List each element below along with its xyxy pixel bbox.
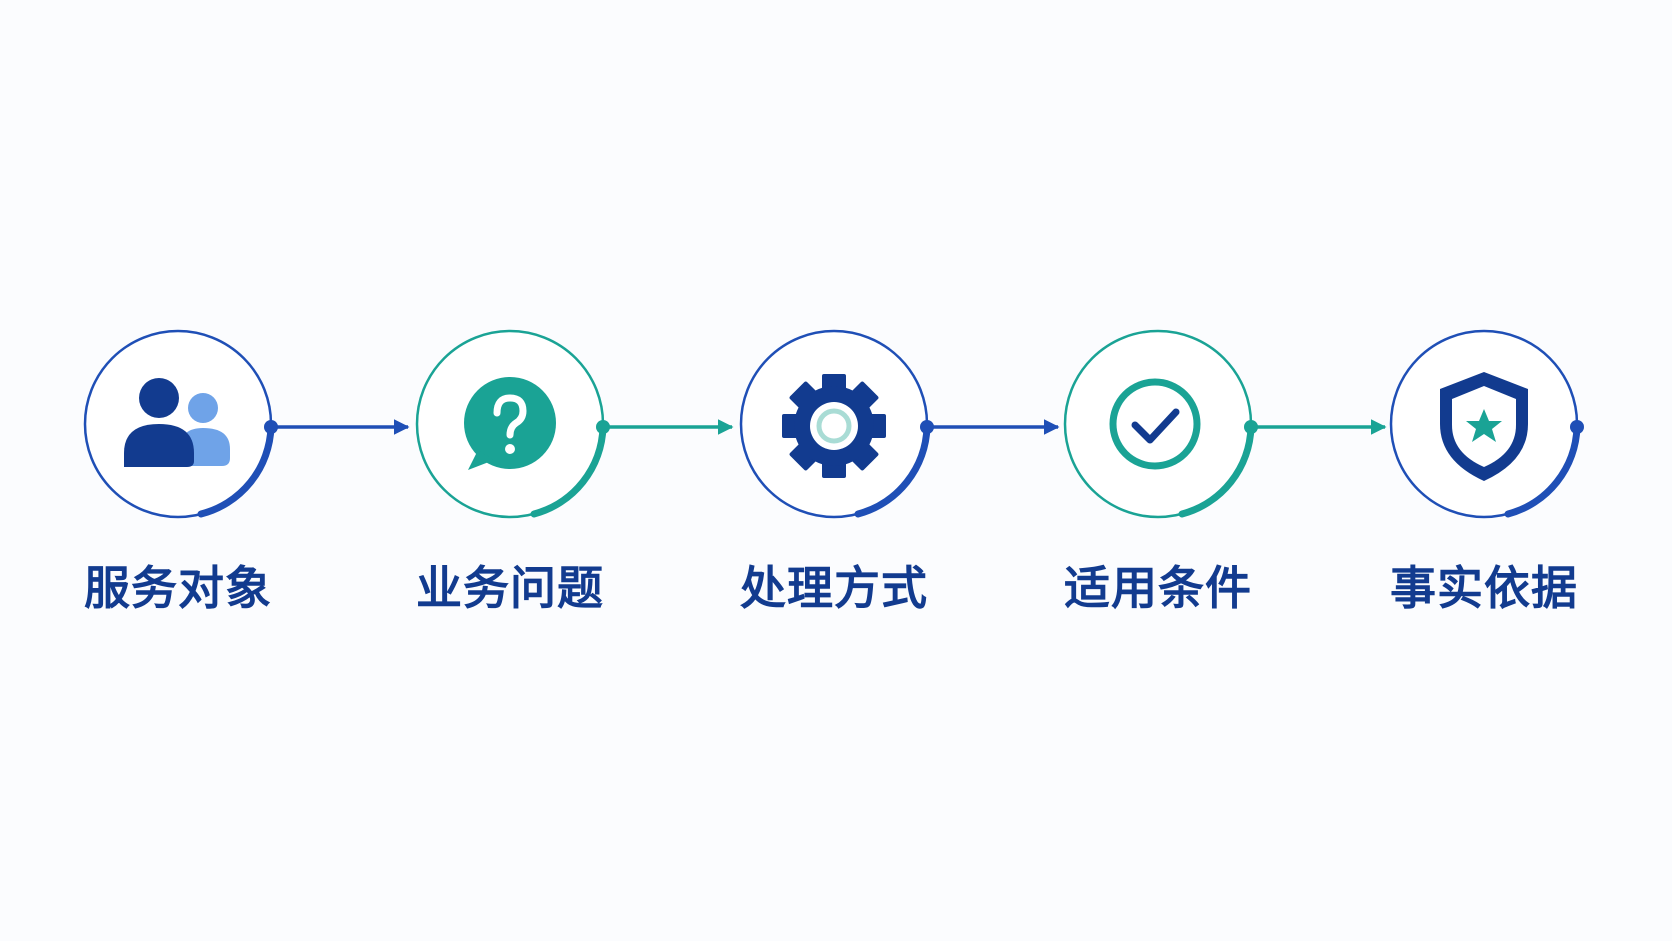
question-bubble-icon: [464, 377, 556, 470]
gear-icon: [782, 374, 886, 478]
users-icon: [124, 378, 230, 467]
progress-arc-1: [197, 423, 275, 518]
step-node-4: [1063, 329, 1258, 519]
progress-arc-5: [1504, 423, 1581, 518]
progress-arc-2: [530, 423, 607, 518]
step-node-3: [739, 329, 934, 519]
shield-star-icon: [1440, 372, 1528, 481]
step-label-4: 适用条件: [1064, 561, 1252, 615]
step-node-1: [83, 329, 278, 519]
progress-arc-3: [854, 423, 931, 518]
progress-arc-4: [1178, 423, 1255, 518]
check-circle-icon: [1109, 378, 1201, 470]
step-label-3: 处理方式: [740, 561, 928, 615]
step-node-2: [415, 329, 610, 519]
step-label-5: 事实依据: [1390, 561, 1578, 615]
step-node-5: [1389, 329, 1584, 519]
step-label-2: 业务问题: [416, 561, 604, 615]
step-label-1: 服务对象: [84, 561, 272, 615]
